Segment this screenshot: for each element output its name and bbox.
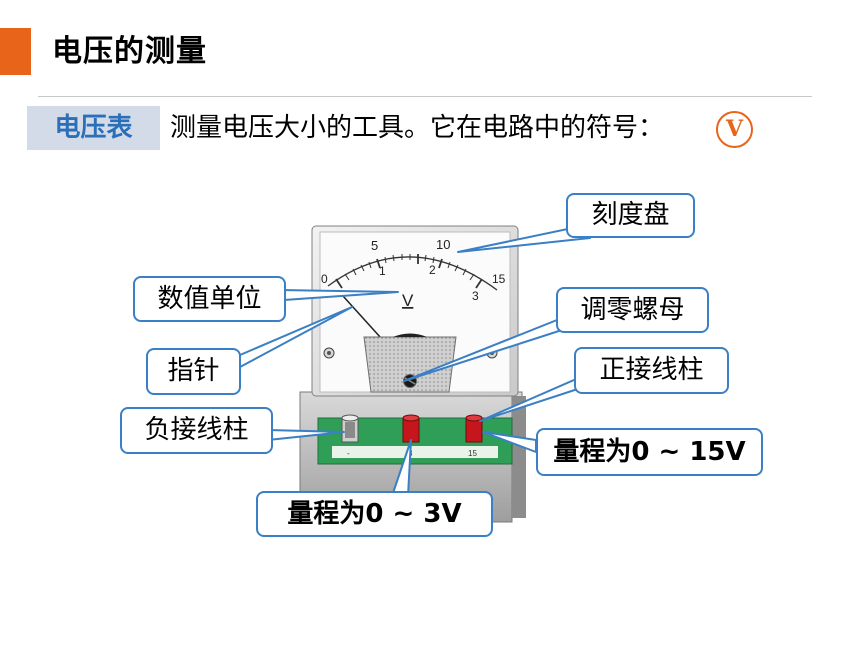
terminal-label: -	[347, 449, 350, 458]
callout-dial: 刻度盘	[566, 193, 695, 238]
unit-label: V	[402, 291, 414, 310]
callout-negative-terminal: 负接线柱	[120, 407, 273, 454]
negative-terminal	[341, 414, 359, 443]
scale-bottom-label: 1	[379, 264, 386, 278]
scale-bottom-label: 2	[429, 263, 436, 277]
scale-zero-label: 0	[321, 272, 328, 286]
scale-top-label: 5	[371, 238, 378, 253]
header-divider	[38, 96, 812, 97]
callout-needle: 指针	[146, 348, 241, 395]
slide-title: 电压的测量	[52, 34, 207, 69]
scale-top-label: 15	[492, 272, 506, 286]
callout-positive-terminal: 正接线柱	[574, 347, 729, 394]
dial-scale	[327, 254, 498, 291]
terminal-15v	[465, 414, 483, 443]
callout-zero-knob: 调零螺母	[556, 287, 709, 333]
term-label: 电压表	[27, 106, 160, 150]
voltmeter-symbol-icon: V	[716, 111, 753, 148]
callout-unit: 数值单位	[133, 276, 286, 322]
scale-bottom-label: 3	[472, 289, 479, 303]
terminal-3v	[402, 414, 420, 443]
callout-range-3v: 量程为0 ~ 3V	[256, 491, 493, 537]
title-accent-bar	[0, 28, 31, 75]
scale-top-label: 10	[436, 237, 450, 252]
callout-range-15v: 量程为0 ~ 15V	[536, 428, 763, 476]
terminal-label: 15	[468, 449, 477, 458]
definition-text: 测量电压大小的工具。它在电路中的符号：	[170, 113, 665, 143]
